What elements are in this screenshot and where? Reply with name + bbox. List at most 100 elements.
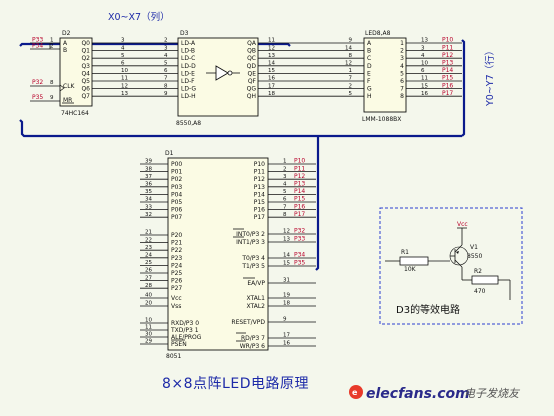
d2-mr-pin: 9 [50, 95, 54, 101]
d3-out-pin: 16 [268, 76, 275, 82]
d1-left-num: 23 [145, 245, 152, 251]
d2-pin-q2: Q2 [81, 55, 90, 62]
led-out-pin: 16 [421, 91, 428, 97]
d3-part: 8550,A8 [176, 120, 201, 127]
d3-pin-qd: QD [247, 63, 257, 70]
led-pin-5: 5 [400, 70, 404, 77]
d1-pin-p16: P16 [254, 207, 265, 214]
d1-left-num: 30 [145, 332, 152, 338]
d1-pin-p02: P02 [171, 176, 182, 183]
led-pin-6: 6 [400, 78, 404, 85]
d1-right-num: 12 [283, 229, 290, 235]
d3-out-pin: 13 [268, 53, 275, 59]
d3-in-pin: 6 [164, 68, 168, 74]
led-pin-1: 1 [400, 40, 404, 47]
d3-in-pin: 3 [164, 45, 168, 51]
clock-edge-icon [59, 84, 65, 92]
d1-pin-p14: P14 [254, 191, 265, 198]
d3-driver-chip: D3 8550,A8 LD-A2LD-B3LD-C4LD-D5LD-E6LD-F… [164, 30, 364, 127]
d1-right-num: 14 [283, 253, 290, 259]
led-pin-d: D [367, 63, 372, 70]
d2-part: 74HC164 [61, 110, 89, 117]
buffer-inverter-icon [206, 65, 240, 81]
d2-in-net: P33 [32, 37, 43, 44]
d1-part: 8051 [166, 353, 181, 360]
d1-left-num: 21 [145, 230, 152, 236]
d3-out-pin: 15 [268, 68, 275, 74]
d1-pin-p15: P15 [254, 199, 265, 206]
d1-left-num: 26 [145, 268, 152, 274]
d1-pin-xtal1: XTAL1 [247, 295, 266, 302]
d1-8051-chip: D1 8051 P0039P0138P0237P0336P0435P0534P0… [140, 150, 316, 360]
d1-left-num: 40 [145, 293, 152, 299]
d1-right-net: P12 [294, 173, 305, 180]
d1-pin-rxd-p3-0: RXD/P3 0 [171, 320, 199, 327]
d3-out-pin: 12 [268, 45, 275, 51]
v1-part: 8550 [467, 253, 482, 260]
led-pin-4: 4 [400, 63, 404, 70]
d2-pin-b: B [63, 47, 67, 54]
d1-right-num: 4 [283, 182, 287, 188]
d1-pin-p04: P04 [171, 191, 182, 198]
led-pin-2: 2 [400, 48, 404, 55]
d1-right-num: 6 [283, 197, 287, 203]
d1-left-num: 35 [145, 189, 152, 195]
d1-left-num: 29 [145, 339, 152, 345]
led-part: LMM-1088BX [362, 116, 401, 123]
watermark-text: elecfans.com [366, 386, 470, 402]
svg-text:e: e [352, 388, 358, 397]
d1-right-net: P11 [294, 165, 305, 172]
led-in-pin: 14 [345, 45, 352, 51]
d3-out-pin: 11 [268, 38, 275, 44]
d3-in-pin: 4 [164, 53, 168, 59]
d1-pin-p17: P17 [254, 214, 265, 221]
d1-pin-rd-p3-7: RD/P3 7 [241, 335, 265, 342]
led-ref: LED8,A8 [365, 30, 391, 37]
d1-left-num: 36 [145, 182, 152, 188]
led-pin-a: A [367, 40, 372, 47]
d1-pin-p00: P00 [171, 161, 182, 168]
r2-label: R2 [474, 268, 482, 275]
d3-in-pin: 5 [164, 61, 168, 67]
d2-out-pin: 12 [121, 83, 128, 89]
d2-pin-mr: MR [63, 97, 72, 104]
r1-label: R1 [401, 249, 409, 256]
d3-pin-qb: QB [247, 48, 256, 55]
d1-pin-p01: P01 [171, 169, 182, 176]
d3-out-pin: 18 [268, 91, 275, 97]
led-pin-b: B [367, 48, 371, 55]
led-out-net: P17 [442, 90, 453, 97]
bus-lines [19, 39, 466, 271]
d2-out-pin: 11 [121, 76, 128, 82]
d1-right-num: 1 [283, 159, 287, 165]
d1-pin-p21: P21 [171, 240, 182, 247]
elecfans-logo: e elecfans.com 电子发烧友 [349, 385, 521, 402]
d3-pin-qc: QC [247, 55, 256, 62]
led-out-net: P16 [442, 82, 453, 89]
d1-pin-p20: P20 [171, 232, 182, 239]
d1-pin-t0-p3-4: T0/P3 4 [241, 255, 265, 262]
d1-pin-p11: P11 [254, 169, 265, 176]
d1-left-num: 20 [145, 301, 152, 307]
d1-right-num: 18 [283, 301, 290, 307]
d1-pin-reset-vpd: RESET/VPD [231, 319, 265, 326]
r1-value: 10K [404, 266, 417, 273]
d2-pin-q5: Q5 [81, 78, 90, 85]
d3-in-pin: 2 [164, 38, 168, 44]
d3-pin-qg: QG [247, 86, 257, 93]
d1-right-net: P34 [294, 252, 305, 259]
d1-pin-int1-p3-3: INT1/P3 3 [236, 239, 265, 246]
r2-resistor-icon [471, 275, 499, 285]
d1-right-net: P14 [294, 188, 305, 195]
led-in-pin: 5 [349, 91, 353, 97]
d2-pin-q1: Q1 [81, 48, 90, 55]
watermark-cn-text: 电子发烧友 [464, 387, 521, 400]
d1-right-num: 13 [283, 237, 290, 243]
d3-pin-ld-f: LD-F [181, 78, 195, 85]
d1-pin-p25: P25 [171, 270, 182, 277]
led-out-pin: 11 [421, 76, 428, 82]
led-in-pin: 2 [349, 83, 353, 89]
d1-right-net: P15 [294, 196, 305, 203]
